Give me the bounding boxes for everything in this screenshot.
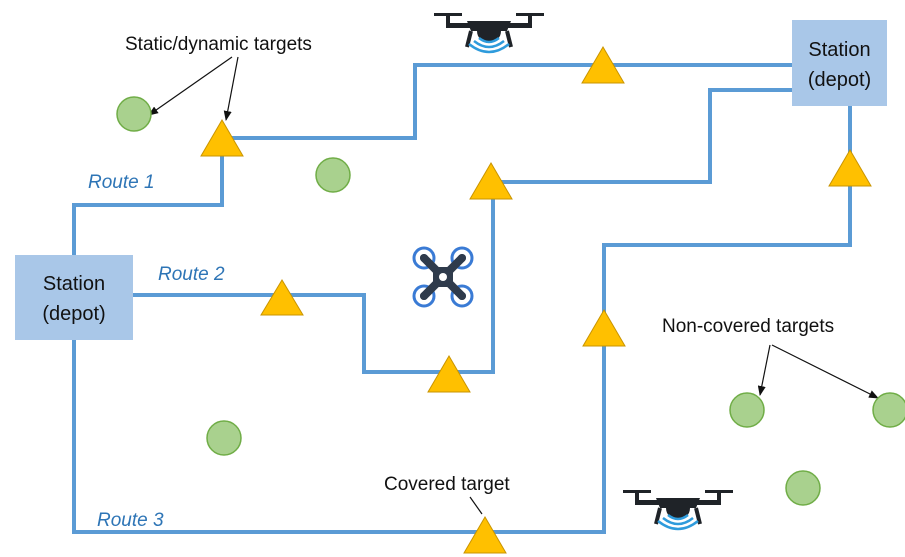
- station-top-right-line1: Station: [808, 39, 870, 61]
- target-triangle: [581, 46, 625, 84]
- target-circle: [785, 470, 821, 506]
- route-3-label: Route 3: [97, 510, 164, 531]
- target-circle: [315, 157, 351, 193]
- arrow-to-covered-target: [469, 496, 483, 515]
- static-dynamic-targets-label: Static/dynamic targets: [125, 34, 312, 55]
- station-top-right-line2: (depot): [808, 69, 871, 91]
- target-circle: [206, 420, 242, 456]
- drone-side-icon: [623, 490, 733, 531]
- drone-side-icon: [434, 13, 544, 54]
- target-triangle: [427, 355, 471, 393]
- station-left-line2: (depot): [42, 303, 105, 325]
- target-triangle: [828, 149, 872, 187]
- target-triangle: [260, 279, 304, 316]
- station-top-right: Station (depot): [792, 20, 887, 106]
- arrow-to-dynamic-target: [223, 56, 239, 121]
- route-1-path: [72, 63, 800, 255]
- target-triangle: [469, 162, 513, 200]
- non-covered-targets-label: Non-covered targets: [662, 316, 834, 337]
- station-left: Station (depot): [15, 255, 133, 340]
- arrow-to-static-target: [148, 56, 233, 116]
- route-1-branch-path: [497, 88, 800, 184]
- route-1-label: Route 1: [88, 172, 155, 193]
- route-2-label: Route 2: [158, 264, 225, 285]
- target-circle: [729, 392, 765, 428]
- target-circle: [872, 392, 905, 428]
- route-3-path: [72, 105, 852, 534]
- covered-target-label: Covered target: [384, 474, 510, 495]
- target-circle: [116, 96, 152, 132]
- quadcopter-top-icon: [412, 246, 474, 308]
- station-left-line1: Station: [43, 273, 105, 295]
- target-triangle: [200, 119, 244, 157]
- target-triangle: [463, 516, 507, 554]
- target-triangle: [582, 309, 626, 347]
- arrow-to-non-covered-target-1: [757, 344, 771, 396]
- arrow-to-non-covered-target-2: [771, 344, 879, 399]
